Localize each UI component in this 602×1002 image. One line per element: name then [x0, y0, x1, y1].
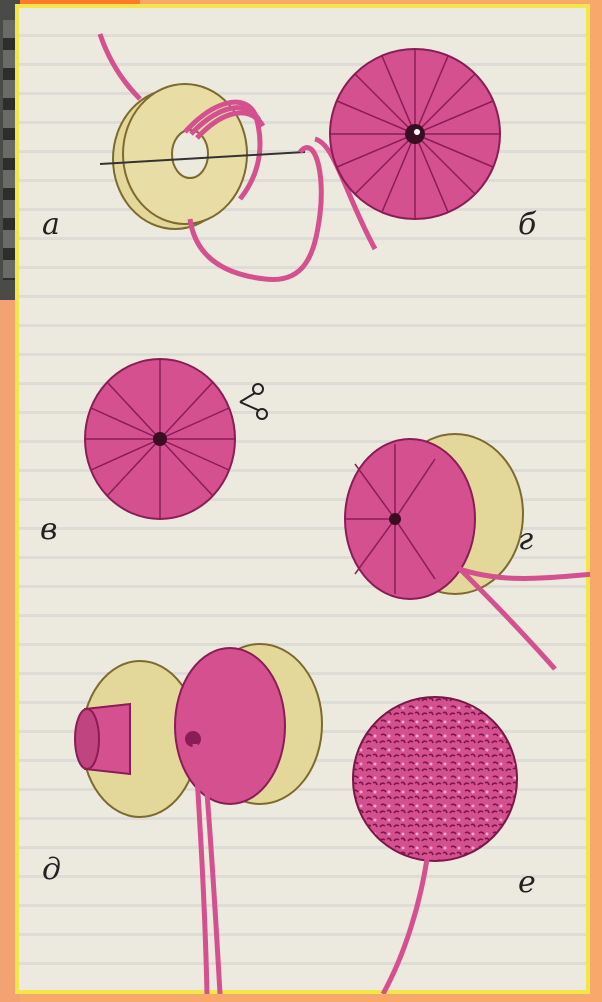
step-b-wound-disc	[330, 49, 500, 219]
step-e-finished-pompom	[353, 697, 517, 994]
label-d: д	[42, 855, 61, 885]
label-e: е	[518, 868, 536, 898]
label-b: б	[518, 210, 536, 240]
label-v: в	[40, 515, 57, 545]
scissors-icon	[240, 384, 267, 419]
step-g-tying	[345, 434, 590, 669]
label-g: г	[518, 525, 533, 555]
step-v-cutting	[85, 359, 267, 519]
step-d-removing-cards	[75, 644, 322, 994]
pompom-steps-illustration	[15, 4, 590, 994]
label-a: а	[42, 210, 60, 240]
